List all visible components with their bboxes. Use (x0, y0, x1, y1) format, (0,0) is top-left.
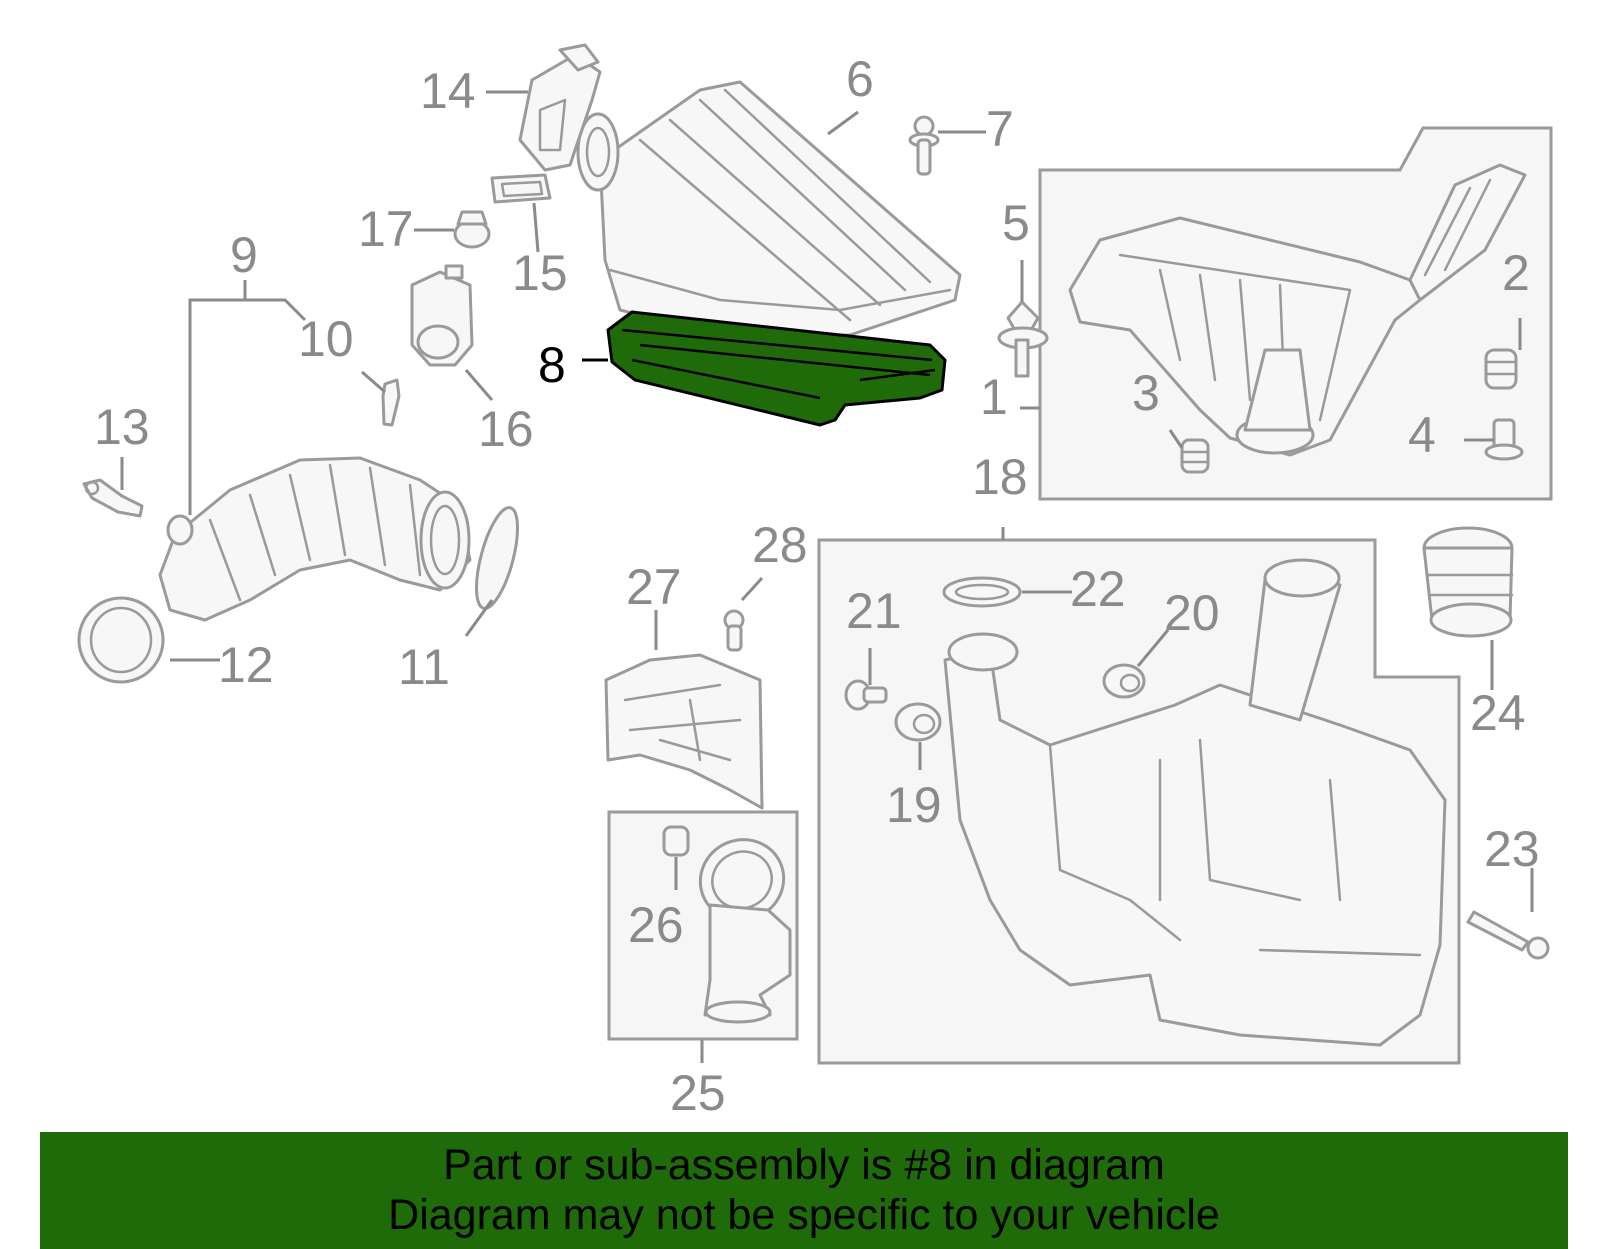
callout-27: 27 (626, 559, 682, 615)
callout-24: 24 (1470, 685, 1526, 741)
callout-15: 15 (512, 245, 568, 301)
callout-22: 22 (1070, 561, 1126, 617)
part-15-gasket (490, 173, 552, 204)
banner-line-1: Part or sub-assembly is #8 in diagram (443, 1141, 1165, 1189)
part-18-resonator (943, 558, 1447, 1047)
callout-28: 28 (752, 517, 808, 573)
callout-8: 8 (538, 337, 566, 393)
part-22-seal (942, 576, 1022, 608)
callout-17: 17 (358, 201, 414, 257)
callout-9: 9 (230, 227, 258, 283)
part-20-collar (1102, 663, 1146, 699)
callout-21: 21 (846, 583, 902, 639)
callout-19: 19 (886, 777, 942, 833)
part-13-sensor (82, 478, 144, 518)
callout-7: 7 (986, 101, 1014, 157)
part-10-fastener (381, 378, 401, 427)
callout-4: 4 (1408, 407, 1436, 463)
part-5-bolt (997, 300, 1049, 378)
callout-1: 1 (980, 369, 1008, 425)
part-4-collar (1484, 418, 1524, 461)
part-23-bolt (1466, 910, 1550, 960)
part-8-air-filter (606, 310, 947, 427)
part-26-grommet (662, 825, 690, 857)
callout-2: 2 (1502, 245, 1530, 301)
part-6-upper-housing (576, 80, 962, 337)
callout-12: 12 (218, 637, 274, 693)
callout-14: 14 (420, 63, 476, 119)
part-14-sensor (518, 43, 602, 172)
callout-26: 26 (628, 897, 684, 953)
part-17-grommet (453, 210, 491, 249)
callout-5: 5 (1002, 195, 1030, 251)
part-28-clip (723, 609, 745, 652)
part-11-seal (475, 506, 519, 610)
part-2-grommet (1484, 348, 1518, 390)
callout-18: 18 (972, 449, 1028, 505)
callout-25: 25 (670, 1065, 726, 1121)
callout-13: 13 (94, 399, 150, 455)
callout-labels: 1 2 3 4 5 6 7 8 9 10 11 12 13 14 15 16 1… (94, 51, 1540, 1121)
part-9-intake-duct (158, 456, 472, 622)
callout-10: 10 (298, 311, 354, 367)
callout-11: 11 (398, 639, 450, 695)
part-7-clip (908, 115, 940, 176)
part-19-collar (894, 702, 942, 742)
part-3-grommet (1180, 438, 1210, 474)
callout-3: 3 (1132, 365, 1160, 421)
part-27-bracket (604, 653, 764, 810)
part-21-bolt (844, 679, 888, 711)
part-16-sensor-housing (410, 264, 474, 367)
info-banner: Part or sub-assembly is #8 in diagram Di… (40, 1132, 1568, 1249)
callout-23: 23 (1484, 821, 1540, 877)
callout-20: 20 (1164, 585, 1220, 641)
part-12-clamp (77, 596, 165, 684)
callout-6: 6 (846, 51, 874, 107)
callout-16: 16 (478, 401, 534, 457)
leader-lines (120, 90, 1534, 1063)
banner-line-2: Diagram may not be specific to your vehi… (388, 1191, 1220, 1239)
part-1-lower-housing (1068, 163, 1527, 457)
part-25-duct (698, 838, 792, 1024)
part-24-boot (1422, 526, 1514, 638)
